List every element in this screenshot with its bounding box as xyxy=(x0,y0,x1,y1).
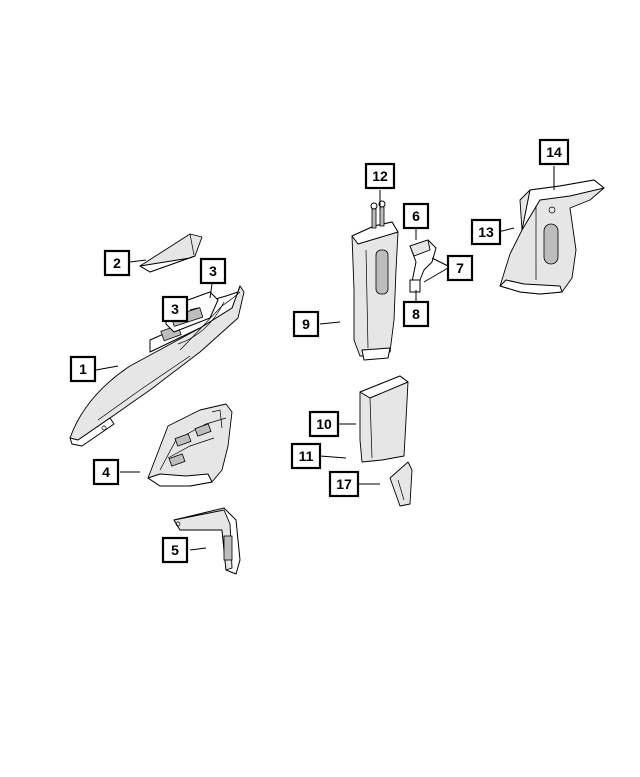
callout-10: 10 xyxy=(308,410,340,438)
callout-13: 13 xyxy=(470,218,502,246)
part-17-drawing xyxy=(389,461,413,507)
svg-text:5: 5 xyxy=(171,542,179,558)
svg-text:9: 9 xyxy=(302,316,310,332)
callout-11: 11 xyxy=(290,442,322,470)
svg-text:12: 12 xyxy=(372,168,388,184)
callout-9: 9 xyxy=(292,310,320,338)
callout-6: 6 xyxy=(402,202,430,230)
svg-text:3: 3 xyxy=(209,263,217,279)
callout-12: 12 xyxy=(364,162,396,190)
svg-text:4: 4 xyxy=(102,464,110,480)
part-1-drawing xyxy=(69,285,245,447)
callout-4: 4 xyxy=(92,458,120,486)
callout-14: 14 xyxy=(538,138,570,166)
svg-text:7: 7 xyxy=(456,260,464,276)
callout-2: 2 xyxy=(103,249,131,277)
svg-text:8: 8 xyxy=(412,306,420,322)
callout-3-upper: 3 xyxy=(199,257,227,285)
callout-3-lower: 3 xyxy=(161,295,189,323)
svg-text:3: 3 xyxy=(171,301,179,317)
svg-text:1: 1 xyxy=(79,361,87,377)
callout-8: 8 xyxy=(402,300,430,328)
part-9-drawing xyxy=(351,200,399,361)
part-4-drawing xyxy=(147,403,233,487)
svg-text:2: 2 xyxy=(113,255,121,271)
svg-text:13: 13 xyxy=(478,224,494,240)
callout-7: 7 xyxy=(446,254,474,282)
part-2-drawing xyxy=(139,233,203,273)
svg-text:17: 17 xyxy=(336,476,352,492)
callout-17: 17 xyxy=(328,470,360,498)
part-13-drawing xyxy=(499,179,605,295)
leader-lines xyxy=(95,166,555,551)
callout-5: 5 xyxy=(161,536,189,564)
svg-text:6: 6 xyxy=(412,208,420,224)
part-7-drawing xyxy=(409,239,437,293)
svg-text:11: 11 xyxy=(299,448,314,464)
svg-text:14: 14 xyxy=(546,144,562,160)
svg-text:10: 10 xyxy=(316,416,332,432)
callout-1: 1 xyxy=(69,355,97,383)
part-5-drawing xyxy=(173,507,241,575)
part-10-drawing xyxy=(359,375,409,463)
